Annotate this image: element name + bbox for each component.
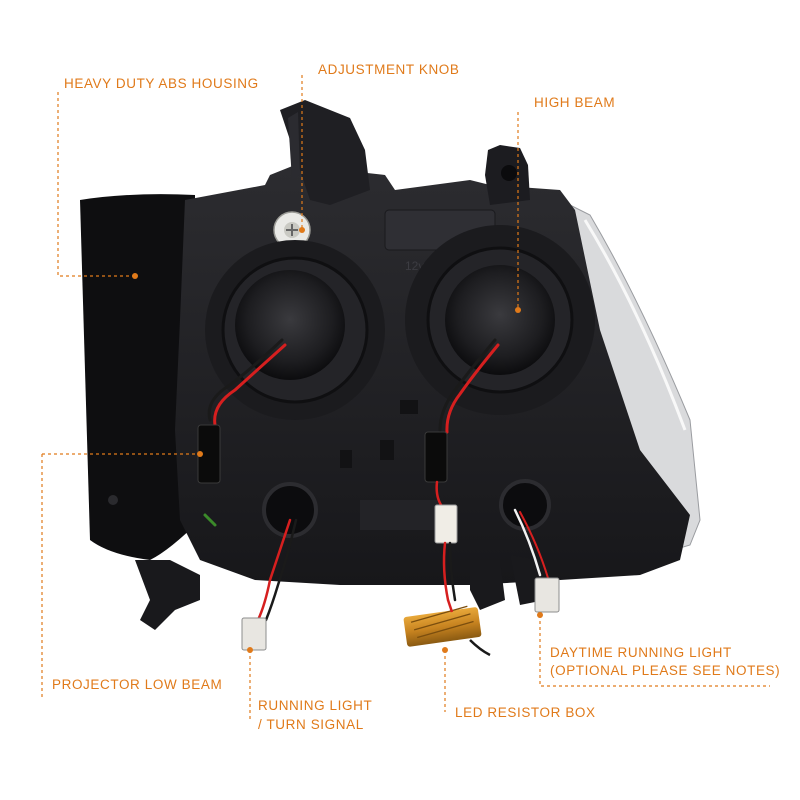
label-projector-low-beam: PROJECTOR LOW BEAM: [52, 677, 223, 692]
drl-bulb-socket: [534, 577, 560, 613]
wiring-harness: [197, 338, 560, 651]
front-lens-right-edge: [559, 199, 701, 561]
mounting-bracket-top: [280, 100, 370, 205]
low-beam-dust-cap: [235, 270, 345, 380]
high-beam-connector: [424, 431, 448, 483]
label-drl-optional-notes: (OPTIONAL PLEASE SEE NOTES): [550, 663, 781, 678]
resistor-plug-top: [434, 504, 458, 544]
label-high-beam: HIGH BEAM: [534, 95, 616, 110]
label-led-resistor-box: LED RESISTOR BOX: [455, 705, 596, 720]
led-resistor-box: [403, 599, 491, 657]
callout-leaders: [41, 75, 770, 720]
label-heavy-duty-abs-housing: HEAVY DUTY ABS HOUSING: [64, 76, 259, 91]
front-lens-left-edge: [80, 194, 200, 560]
label-turn-signal: / TURN SIGNAL: [258, 717, 364, 732]
voltage-marking: 12v: [405, 259, 424, 273]
label-adjustment-knob: ADJUSTMENT KNOB: [318, 62, 460, 77]
turn-signal-bulb-socket: [241, 617, 267, 651]
mounting-bracket-left-lower: [135, 560, 200, 630]
label-running-light: RUNNING LIGHT: [258, 698, 373, 713]
label-daytime-running-light: DAYTIME RUNNING LIGHT: [550, 645, 732, 660]
headlight-housing: 12v: [80, 100, 701, 630]
turn-signal-socket: [262, 482, 318, 538]
high-beam-dust-cap: [445, 265, 555, 375]
